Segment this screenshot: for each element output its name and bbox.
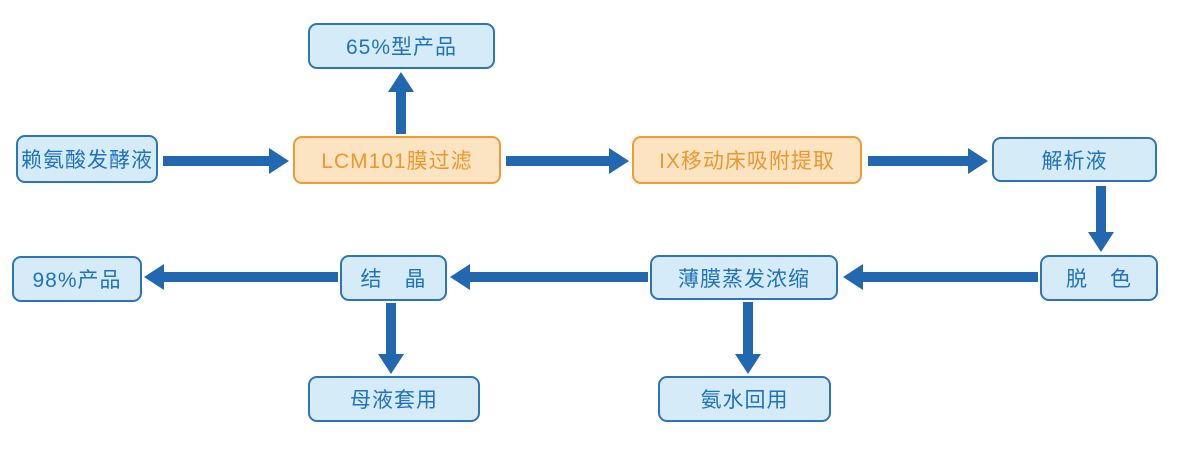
node-label: 薄膜蒸发浓缩	[678, 267, 810, 291]
arrow-crystallization-to-product98-icon	[144, 264, 338, 290]
node-label: 解析液	[1041, 149, 1108, 173]
node-label: 氨水回用	[700, 389, 789, 412]
node-product-65-percent: 65%型产品	[308, 23, 495, 69]
node-label: 赖氨酸发酵液	[21, 149, 153, 172]
node-lysine-fermentation-broth: 赖氨酸发酵液	[16, 135, 158, 183]
arrow-lcm101-to-product65-icon	[388, 72, 414, 134]
arrow-crystallization-to-mother-liquor-icon	[378, 303, 404, 374]
arrow-ix-bed-to-desorption-icon	[868, 148, 988, 174]
node-label: 98%产品	[32, 269, 122, 292]
arrow-decolorization-to-evaporation-icon	[843, 264, 1038, 290]
node-ammonia-water-reuse: 氨水回用	[658, 376, 831, 422]
arrow-evaporation-to-ammonia-reuse-icon	[735, 302, 761, 374]
node-product-98-percent: 98%产品	[12, 256, 142, 302]
node-label: IX移动床吸附提取	[659, 150, 835, 173]
arrow-evaporation-to-crystallization-icon	[450, 264, 648, 290]
node-label: 母液套用	[350, 389, 438, 412]
node-crystallization: 结 晶	[340, 255, 447, 301]
node-desorption-liquid: 解析液	[992, 137, 1157, 182]
arrow-broth-to-lcm101-icon	[163, 148, 289, 174]
arrow-lcm101-to-ix-bed-icon	[506, 148, 629, 174]
node-label: LCM101膜过滤	[321, 150, 473, 173]
arrow-desorption-to-decolorization-icon	[1088, 186, 1114, 252]
node-ix-moving-bed-adsorption-extraction: IX移动床吸附提取	[632, 136, 862, 184]
node-label: 脱 色	[1066, 268, 1132, 291]
node-mother-liquor-reuse: 母液套用	[308, 376, 480, 422]
node-decolorization: 脱 色	[1040, 255, 1158, 301]
node-label: 结 晶	[360, 268, 427, 291]
node-thin-film-evaporation-concentration: 薄膜蒸发浓缩	[650, 255, 838, 300]
node-label: 65%型产品	[345, 36, 458, 59]
node-lcm101-membrane-filtration: LCM101膜过滤	[293, 136, 501, 184]
